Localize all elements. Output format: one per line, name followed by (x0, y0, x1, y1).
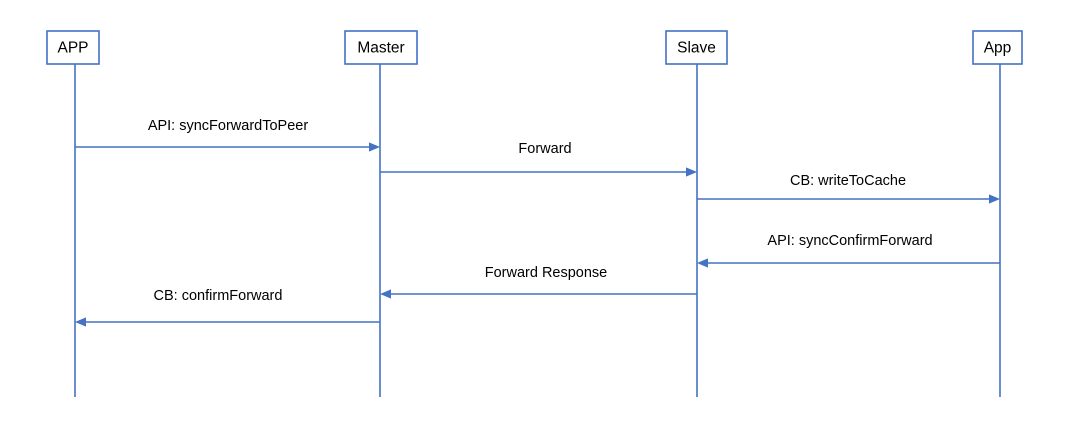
message-label-m4: API: syncConfirmForward (767, 233, 932, 249)
participant-box-master[interactable] (344, 30, 418, 65)
arrow-head-m3 (989, 194, 1000, 204)
message-m3[interactable]: CB: writeToCache (697, 173, 1000, 204)
arrow-head-m6 (75, 317, 86, 327)
lifelines-group (74, 64, 1001, 397)
participant-master[interactable]: Master (344, 30, 418, 65)
participant-label-master: Master (357, 40, 404, 57)
message-label-m2: Forward (518, 141, 571, 157)
arrow-head-m2 (686, 167, 697, 177)
arrow-head-m4 (697, 258, 708, 268)
message-m2[interactable]: Forward (380, 141, 697, 177)
participant-label-app_left: APP (57, 40, 88, 57)
participant-box-slave[interactable] (665, 30, 728, 65)
participant-slave[interactable]: Slave (665, 30, 728, 65)
participant-label-app_right: App (984, 40, 1012, 57)
participants-group: APP Master Slave App (46, 30, 1023, 65)
message-label-m3: CB: writeToCache (790, 173, 906, 189)
message-label-m5: Forward Response (485, 265, 608, 281)
arrow-head-m1 (369, 142, 380, 152)
message-m5[interactable]: Forward Response (380, 265, 697, 299)
message-label-m1: API: syncForwardToPeer (148, 118, 309, 134)
message-m4[interactable]: API: syncConfirmForward (697, 233, 1000, 268)
participant-app_left[interactable]: APP (46, 30, 100, 65)
message-m6[interactable]: CB: confirmForward (75, 288, 380, 327)
participant-app_right[interactable]: App (972, 30, 1023, 65)
message-m1[interactable]: API: syncForwardToPeer (75, 118, 380, 152)
participant-box-app_right[interactable] (972, 30, 1023, 65)
message-label-m6: CB: confirmForward (154, 288, 283, 304)
arrow-head-m5 (380, 289, 391, 299)
participant-label-slave: Slave (677, 40, 716, 57)
participant-box-app_left[interactable] (46, 30, 100, 65)
